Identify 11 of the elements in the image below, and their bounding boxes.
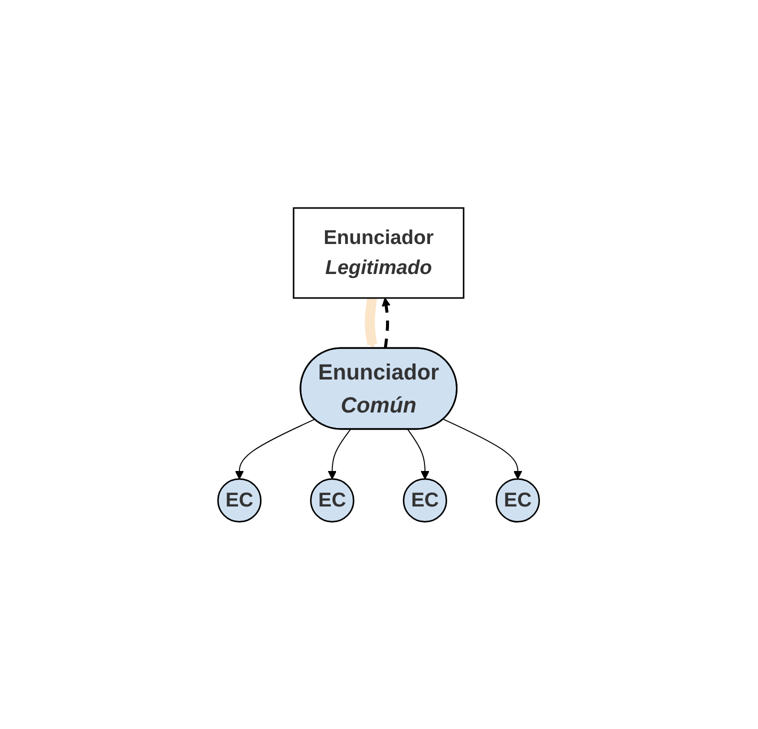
node-box: Enunciador Legitimado — [293, 206, 465, 298]
node-circle: EC — [310, 478, 355, 522]
arrow — [328, 428, 352, 479]
arrow — [235, 418, 316, 479]
arrow — [365, 296, 378, 348]
arrow — [408, 428, 430, 479]
node-circle: EC — [496, 478, 540, 522]
node-circle: EC — [403, 478, 448, 522]
arrow — [443, 418, 523, 479]
arrow — [382, 297, 391, 348]
node-circle: EC — [218, 478, 262, 522]
